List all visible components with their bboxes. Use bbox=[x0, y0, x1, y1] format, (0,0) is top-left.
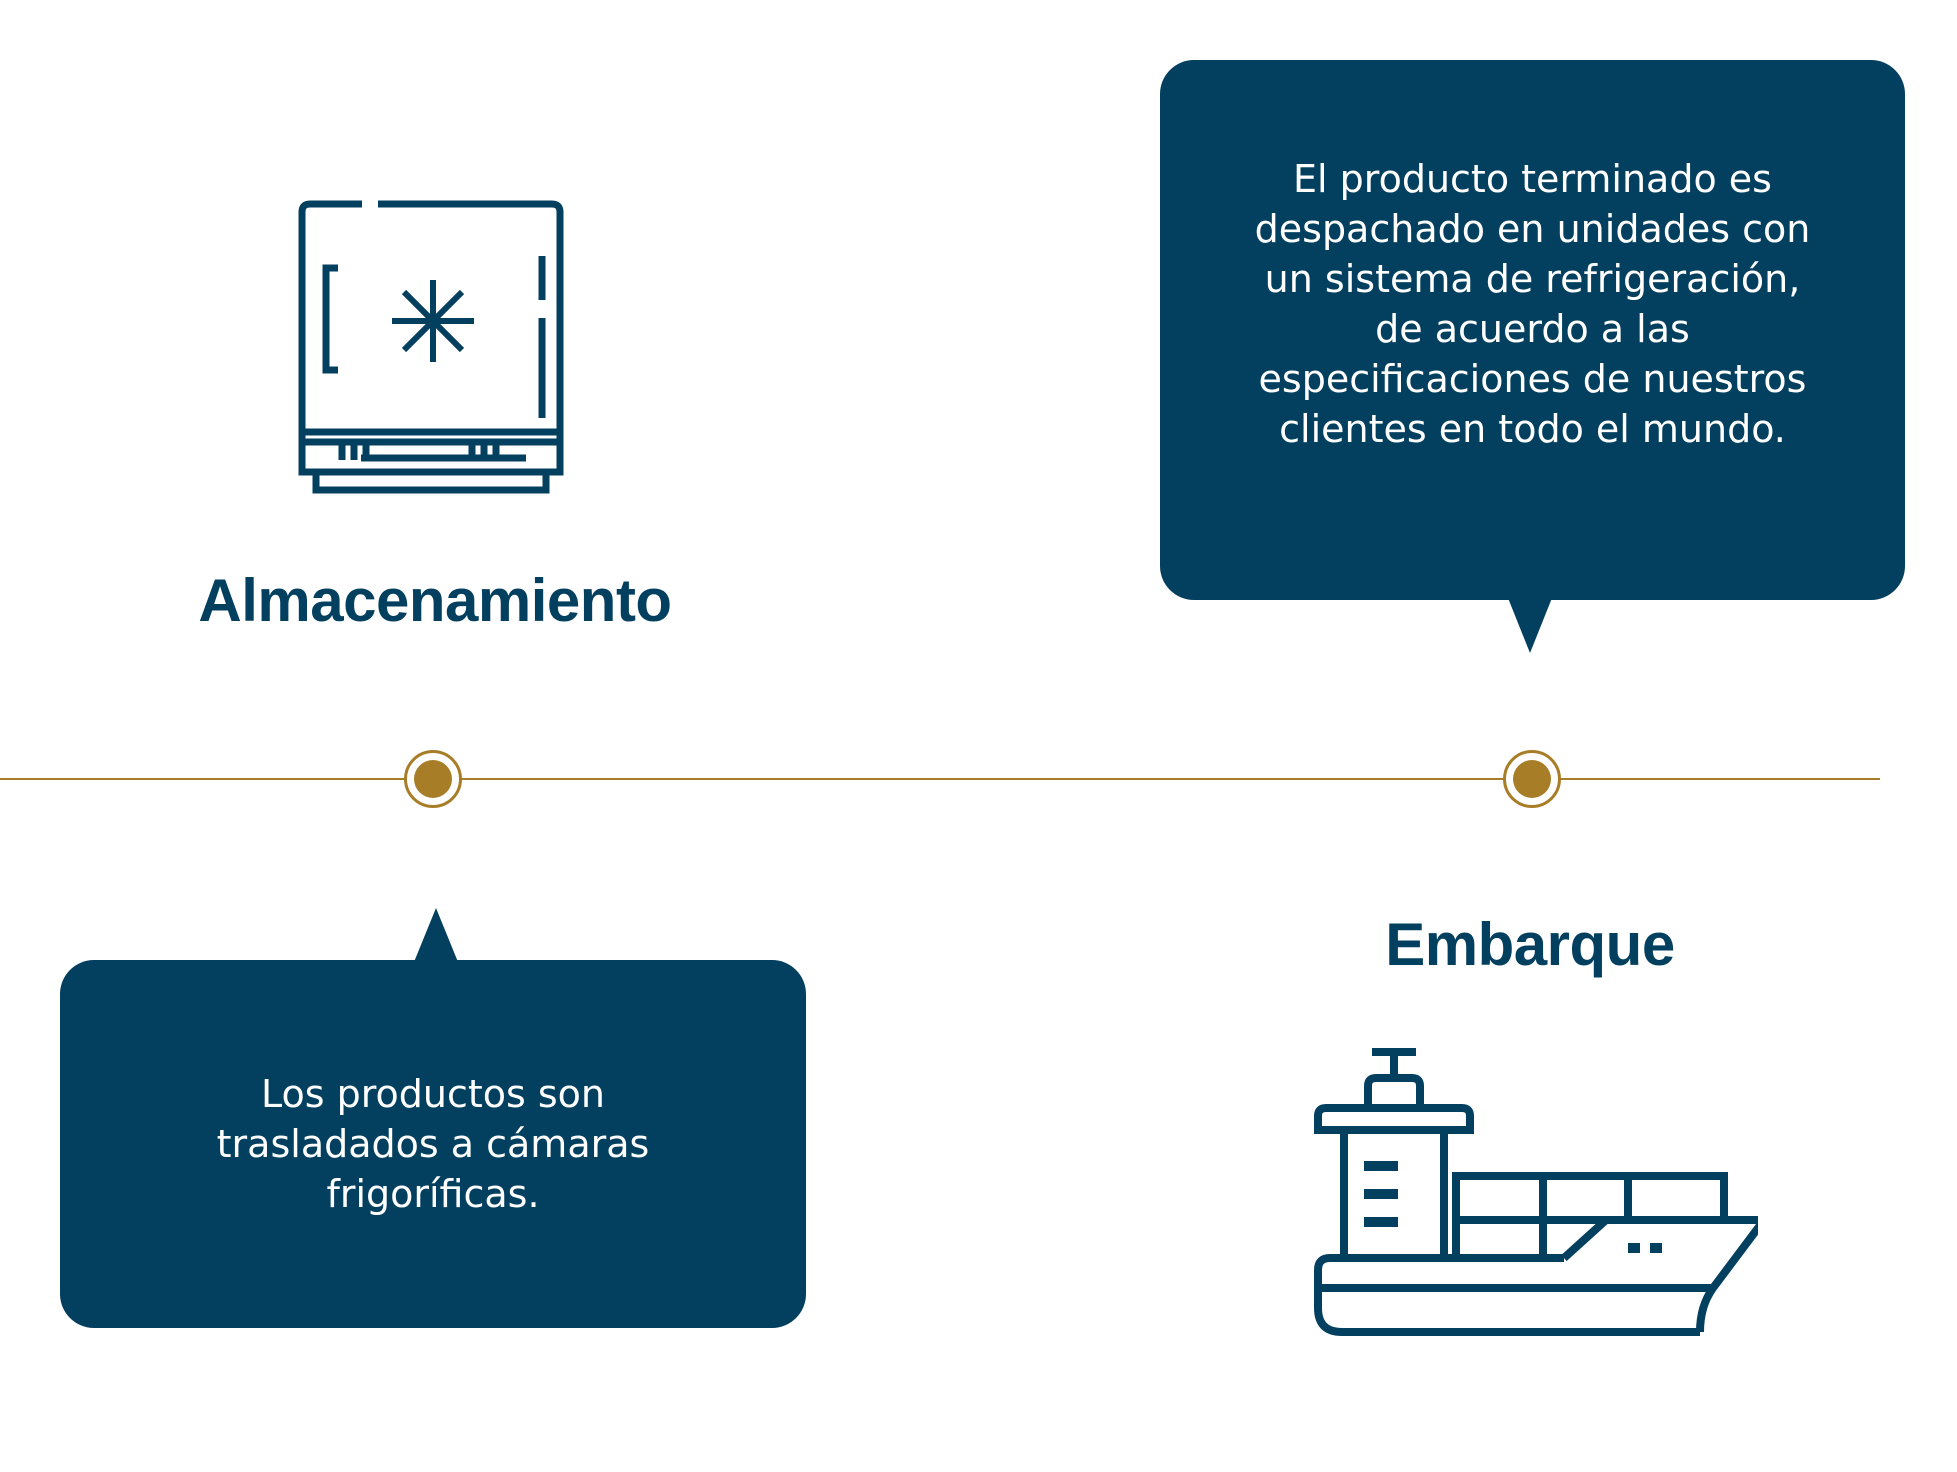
bubble-pointer-up bbox=[414, 908, 458, 962]
step-description-embarque: El producto terminado es despachado en u… bbox=[1254, 157, 1811, 451]
timeline-marker-dot bbox=[414, 760, 452, 798]
timeline-marker-dot bbox=[1513, 760, 1551, 798]
freezer-icon bbox=[298, 200, 564, 494]
timeline-marker-embarque bbox=[1503, 750, 1561, 808]
description-bubble-embarque: El producto terminado es despachado en u… bbox=[1160, 60, 1905, 600]
step-title-almacenamiento: Almacenamiento bbox=[198, 567, 672, 634]
step-description-almacenamiento: Los productos son trasladados a cámaras … bbox=[216, 1072, 650, 1216]
cargo-ship-icon bbox=[1314, 1048, 1758, 1336]
step-title-embarque: Embarque bbox=[1385, 911, 1675, 978]
timeline-marker-almacenamiento bbox=[404, 750, 462, 808]
description-bubble-almacenamiento: Los productos son trasladados a cámaras … bbox=[60, 960, 806, 1328]
timeline-line bbox=[0, 778, 1880, 780]
bubble-pointer-down bbox=[1508, 598, 1552, 653]
